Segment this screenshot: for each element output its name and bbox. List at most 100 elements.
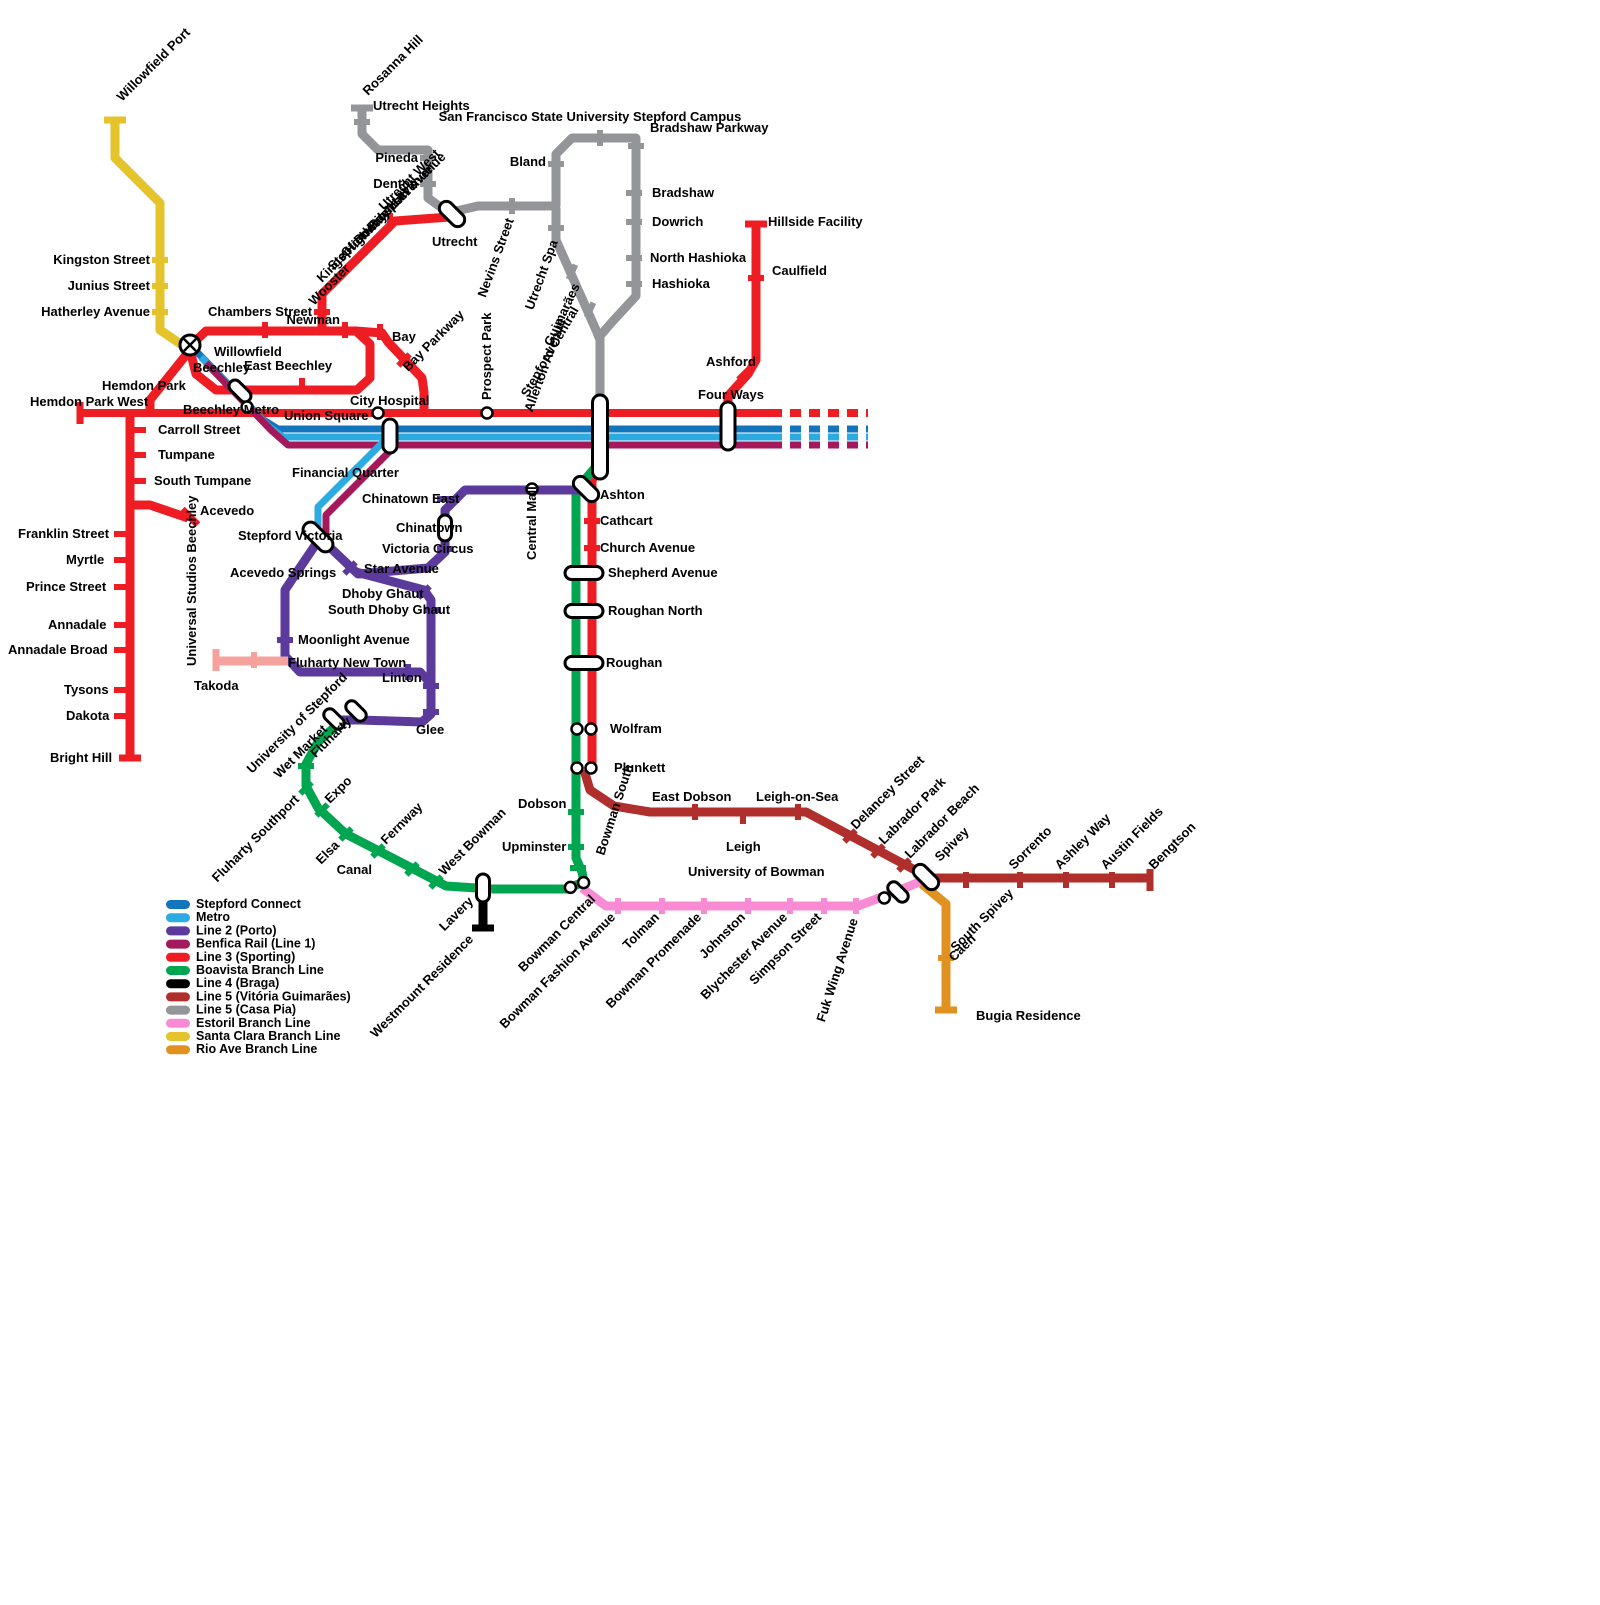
- station-dowrich: [626, 219, 642, 225]
- station-tolman: [659, 898, 665, 914]
- interchange-capsule: [571, 474, 601, 504]
- terminus-bar: [745, 220, 767, 228]
- legend-swatch-yellow: [166, 1032, 190, 1041]
- station-tick: [570, 865, 586, 871]
- station-label-ashton: Ashton: [600, 487, 645, 502]
- station-newman: [342, 322, 348, 338]
- station-westmount-residence: [472, 924, 494, 932]
- station-beechley-metro: [240, 400, 254, 414]
- station-dot: [371, 406, 385, 420]
- station-unnamed: [886, 880, 910, 904]
- station-label-carroll-street: Carroll Street: [158, 422, 241, 437]
- station-tick: [745, 898, 751, 914]
- legend-label: Stepford Connect: [196, 897, 302, 911]
- legend-item-santa-clara-branch-line: Santa Clara Branch Line: [166, 1029, 341, 1043]
- station-tick: [114, 531, 130, 537]
- station-dakota: [114, 713, 130, 719]
- station-utrecht: [437, 199, 467, 229]
- terminus-bar: [76, 402, 84, 424]
- legend-item-line-2-porto: Line 2 (Porto): [166, 923, 277, 937]
- line-boavista-west: [301, 720, 493, 894]
- station-church-avenue: [584, 545, 600, 551]
- station-utrecht-heights: [354, 119, 370, 125]
- station-tick: [626, 219, 642, 225]
- interchange-capsule: [563, 655, 605, 671]
- station-bowman-south: [570, 865, 586, 871]
- station-tick: [963, 872, 969, 888]
- station-label-beechley-metro: Beechley Metro: [183, 402, 279, 417]
- station-chambers-street: [262, 322, 268, 338]
- station-label-caulfield: Caulfield: [772, 263, 827, 278]
- station-dot: [877, 891, 892, 905]
- station-dot: [570, 722, 584, 736]
- station-tick: [299, 378, 305, 394]
- station-tick: [405, 664, 411, 680]
- station-acevedo: [179, 506, 201, 528]
- station-label-ashford: Ashford: [706, 354, 756, 369]
- station-tick: [626, 255, 642, 261]
- station-acevedo-springs: [289, 566, 305, 582]
- station-label-acevedo: Acevedo: [200, 503, 254, 518]
- station-label-city-hospital: City Hospital: [350, 393, 429, 408]
- station-label-university-of-bowman: University of Bowman: [688, 864, 825, 879]
- station-dot: [576, 875, 591, 890]
- station-stepford-central: [591, 393, 609, 481]
- station-tumpane: [130, 452, 146, 458]
- station-tick: [659, 898, 665, 914]
- station-label-south-dhoby-ghaut: South Dhoby Ghaut: [328, 602, 451, 617]
- station-west-bowman: [428, 874, 444, 890]
- station-bowman-promenade: [701, 898, 707, 914]
- interchange-capsule: [886, 880, 910, 904]
- station-tick: [1109, 872, 1115, 888]
- station-label-wolfram: Wolfram: [610, 721, 662, 736]
- station-roughan-north: [563, 603, 605, 619]
- station-shepherd-avenue: [563, 565, 605, 581]
- station-guimar-es: [565, 263, 579, 281]
- station-fluharty: [344, 699, 368, 723]
- station-victoria-circus: [437, 546, 453, 552]
- legend-swatch-blue: [166, 900, 190, 909]
- station-label-junius-street: Junius Street: [68, 278, 151, 293]
- interchange-capsule: [322, 707, 346, 731]
- station-tick: [114, 713, 130, 719]
- line-porto-west: [280, 535, 436, 727]
- station-pineda: [420, 155, 436, 161]
- station-label-roughan-north: Roughan North: [608, 603, 703, 618]
- station-utrecht-west: [387, 213, 393, 229]
- legend-swatch-red: [166, 952, 190, 962]
- station-tick: [344, 464, 360, 480]
- station-allerton-avenue: [583, 301, 597, 319]
- station-label-star-avenue: Star Avenue: [364, 561, 439, 576]
- station-roughan: [563, 655, 605, 671]
- station-label-bradshaw: Bradshaw: [652, 185, 715, 200]
- station-denton: [420, 181, 436, 187]
- station-city-hospital: [371, 406, 385, 420]
- station-labrador-park: [870, 843, 886, 859]
- spoke-icon: [183, 338, 197, 352]
- station-label-takoda: Takoda: [194, 678, 239, 693]
- station-tick: [568, 844, 584, 850]
- station-label-dakota: Dakota: [66, 708, 110, 723]
- station-label-universal-studios-beechley: Universal Studios Beechley: [184, 495, 199, 666]
- station-johnston: [745, 898, 751, 914]
- station-tick: [565, 263, 579, 281]
- station-tick: [251, 652, 257, 668]
- station-tick: [1063, 872, 1069, 888]
- station-bay: [377, 324, 383, 340]
- station-label-bugia-residence: Bugia Residence: [976, 1008, 1081, 1023]
- station-label-utrecht: Utrecht: [432, 234, 478, 249]
- station-canal: [404, 861, 420, 877]
- station-tick: [357, 243, 373, 259]
- station-tick: [420, 155, 436, 161]
- station-tick: [314, 802, 330, 818]
- station-dot: [584, 722, 598, 736]
- legend-swatch-cyan: [166, 913, 190, 923]
- station-tick: [130, 478, 146, 484]
- station-chinatown: [437, 513, 453, 543]
- station-franklin-street: [114, 531, 130, 537]
- station-label-beechley: Beechley: [193, 360, 251, 375]
- station-label-south-tumpane: South Tumpane: [154, 473, 251, 488]
- station-annadale-broad: [114, 647, 130, 653]
- station-tick: [342, 322, 348, 338]
- station-tick: [437, 496, 453, 502]
